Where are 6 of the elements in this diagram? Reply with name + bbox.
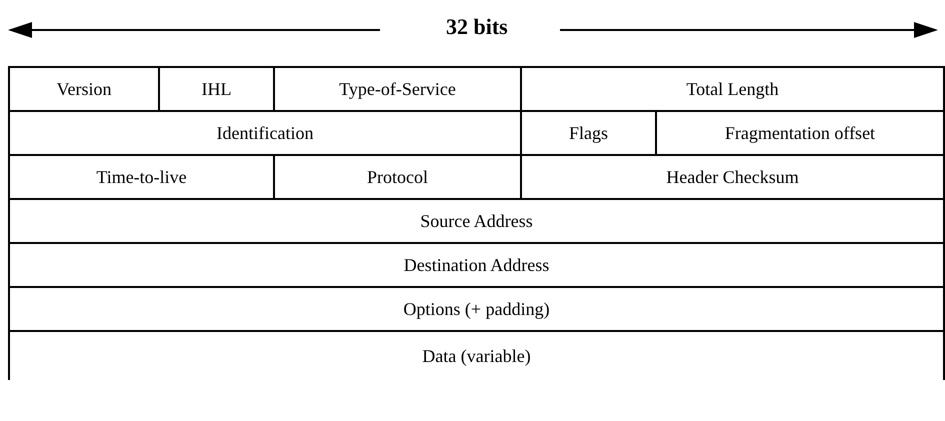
- header-field: Options (+ padding): [8, 286, 945, 332]
- header-field: Source Address: [8, 198, 945, 244]
- header-field: Total Length: [520, 66, 945, 112]
- header-field: Destination Address: [8, 242, 945, 288]
- header-field: Data (variable): [8, 330, 945, 380]
- header-field: Version: [8, 66, 160, 112]
